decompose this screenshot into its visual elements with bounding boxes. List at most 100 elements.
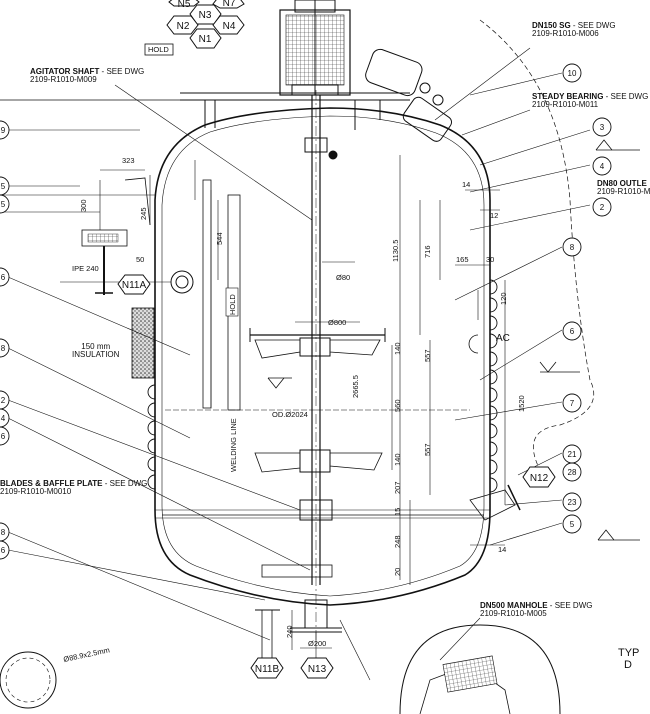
hold-top-label: HOLD xyxy=(148,45,169,54)
impeller-upper xyxy=(249,328,386,359)
dim-140b: 140 xyxy=(393,453,402,466)
dim-pipe: Ø88.9x2.5mm xyxy=(63,645,111,664)
callout-blades-title: BLADES & BAFFLE PLATE xyxy=(0,479,103,488)
dim-544: 544 xyxy=(215,232,224,245)
nozzle-n11a-tag xyxy=(117,274,151,295)
ac-label: AC xyxy=(496,333,510,344)
dim-207: 207 xyxy=(393,481,402,494)
balloon-left-5b: 5 xyxy=(1,200,6,209)
dim-560: 560 xyxy=(393,399,402,412)
nozzle-n1-tag xyxy=(189,28,222,49)
balloon-left-6b: 6 xyxy=(1,432,6,441)
callout-agitator-suffix: - SEE DWG xyxy=(99,67,145,76)
vessel-shell xyxy=(154,107,491,606)
dim-165: 165 xyxy=(456,255,469,264)
nozzle-n12-tag xyxy=(522,466,556,488)
callout-dn80: DN80 OUTLE 2109-R1010-M xyxy=(597,179,650,197)
callout-dn150-dwg: 2109-R1010-M006 xyxy=(532,29,599,39)
nozzle-n12-label: N12 xyxy=(530,473,549,484)
callout-dn80-title: DN80 OUTLE xyxy=(597,179,647,188)
dim-30: 30 xyxy=(486,255,494,264)
nozzle-n3-label: N3 xyxy=(199,10,212,21)
nozzle-n13-label: N13 xyxy=(308,664,327,675)
dim-300: 300 xyxy=(79,199,88,212)
callout-blades-suffix: - SEE DWG xyxy=(102,479,148,488)
balloon-left-4: 4 xyxy=(1,414,6,423)
dim-phi80: Ø80 xyxy=(336,273,350,282)
nozzle-n2-label: N2 xyxy=(177,21,190,32)
callout-insulation: 150 mm INSULATION xyxy=(72,342,120,360)
insulation-line2: INSULATION xyxy=(72,350,120,360)
balloon-2: 2 xyxy=(600,203,605,212)
balloon-23: 23 xyxy=(568,498,577,507)
dim-14b: 14 xyxy=(498,545,506,554)
balloon-left-9: 9 xyxy=(1,126,6,135)
gearbox xyxy=(279,0,351,96)
dim-557b: 557 xyxy=(423,443,432,456)
dim-323: 323 xyxy=(122,156,135,165)
welding-line-label: WELDING LINE xyxy=(229,418,238,472)
balloon-6: 6 xyxy=(570,327,575,336)
dim-1520: 1520 xyxy=(517,395,526,412)
nozzle-n4-label: N4 xyxy=(223,21,236,32)
balloon-left-6a: 6 xyxy=(1,273,6,282)
dim-1130: 1130.5 xyxy=(391,240,400,262)
hold-vertical-label: HOLD xyxy=(228,294,237,315)
balloon-28: 28 xyxy=(568,468,577,477)
nozzle-n7-label: N7 xyxy=(223,0,236,9)
balloon-4: 4 xyxy=(600,162,605,171)
balloon-7: 7 xyxy=(570,399,575,408)
nozzle-n5-label: N5 xyxy=(178,0,191,10)
dim-15: 15 xyxy=(393,508,402,516)
insulation-line1: 150 mm xyxy=(81,342,111,351)
nozzle-n11b-tag xyxy=(250,657,284,679)
balloon-10: 10 xyxy=(568,69,577,78)
callout-agitator: AGITATOR SHAFT - SEE DWG 2109-R1010-M009 xyxy=(30,67,145,85)
dim-248: 248 xyxy=(393,535,402,548)
callout-steady-title: STEADY BEARING xyxy=(532,92,604,101)
balloon-left-8b: 8 xyxy=(1,528,6,537)
callout-steady-suffix: - SEE DWG xyxy=(603,92,649,101)
dim-phi800: Ø800 xyxy=(328,318,346,327)
dim-245: 245 xyxy=(139,207,148,220)
callout-blades: BLADES & BAFFLE PLATE - SEE DWG 2109-R10… xyxy=(0,479,148,497)
balloon-5: 5 xyxy=(570,520,575,529)
typ-line2: D xyxy=(624,658,632,671)
dim-50: 50 xyxy=(136,255,144,264)
insulation-block xyxy=(131,307,155,379)
dim-140a: 140 xyxy=(393,342,402,355)
nozzle-n13-tag xyxy=(300,657,334,679)
nozzle-n2-tag xyxy=(166,15,199,35)
callout-manhole-dwg: 2109-R1010-M005 xyxy=(480,609,547,619)
balloon-left-6c: 6 xyxy=(1,546,6,555)
balloon-8: 8 xyxy=(570,243,575,252)
callout-agitator-dwg: 2109-R1010-M009 xyxy=(30,75,97,85)
ipe-label: IPE 240 xyxy=(72,264,99,273)
dim-716: 716 xyxy=(423,245,432,258)
callout-steady-dwg: 2109-R1010-M011 xyxy=(532,100,599,110)
dim-12: 12 xyxy=(490,211,498,220)
callout-dn150-title: DN150 SG xyxy=(532,21,571,30)
dn150-nozzle xyxy=(365,48,453,142)
callout-manhole-suffix: - SEE DWG xyxy=(547,601,593,610)
dim-od2024: OD.Ø2024 xyxy=(272,410,308,419)
nozzle-n4-tag xyxy=(212,15,245,35)
dim-240: 240 xyxy=(285,625,294,638)
nozzle-n11a-label: N11A xyxy=(122,280,147,291)
balloon-left-5a: 5 xyxy=(1,182,6,191)
balloon-left-2: 2 xyxy=(1,396,6,405)
callout-steady-bearing: STEADY BEARING - SEE DWG 2109-R1010-M011 xyxy=(532,92,649,110)
callout-blades-dwg: 2109-R1010-M0010 xyxy=(0,487,72,497)
callout-typ: TYP D xyxy=(618,647,640,671)
balloon-21: 21 xyxy=(568,450,577,459)
dim-20: 20 xyxy=(393,568,402,576)
typ-line1: TYP xyxy=(618,647,640,659)
dim-557a: 557 xyxy=(423,349,432,362)
callout-dn150: DN150 SG - SEE DWG 2109-R1010-M006 xyxy=(532,21,616,39)
nozzle-n1-label: N1 xyxy=(199,34,212,45)
dim-2665: 2665.5 xyxy=(351,375,360,398)
dim-phi200: Ø200 xyxy=(308,639,326,648)
callout-dn80-dwg: 2109-R1010-M xyxy=(597,187,650,197)
impeller-lower xyxy=(254,449,383,473)
